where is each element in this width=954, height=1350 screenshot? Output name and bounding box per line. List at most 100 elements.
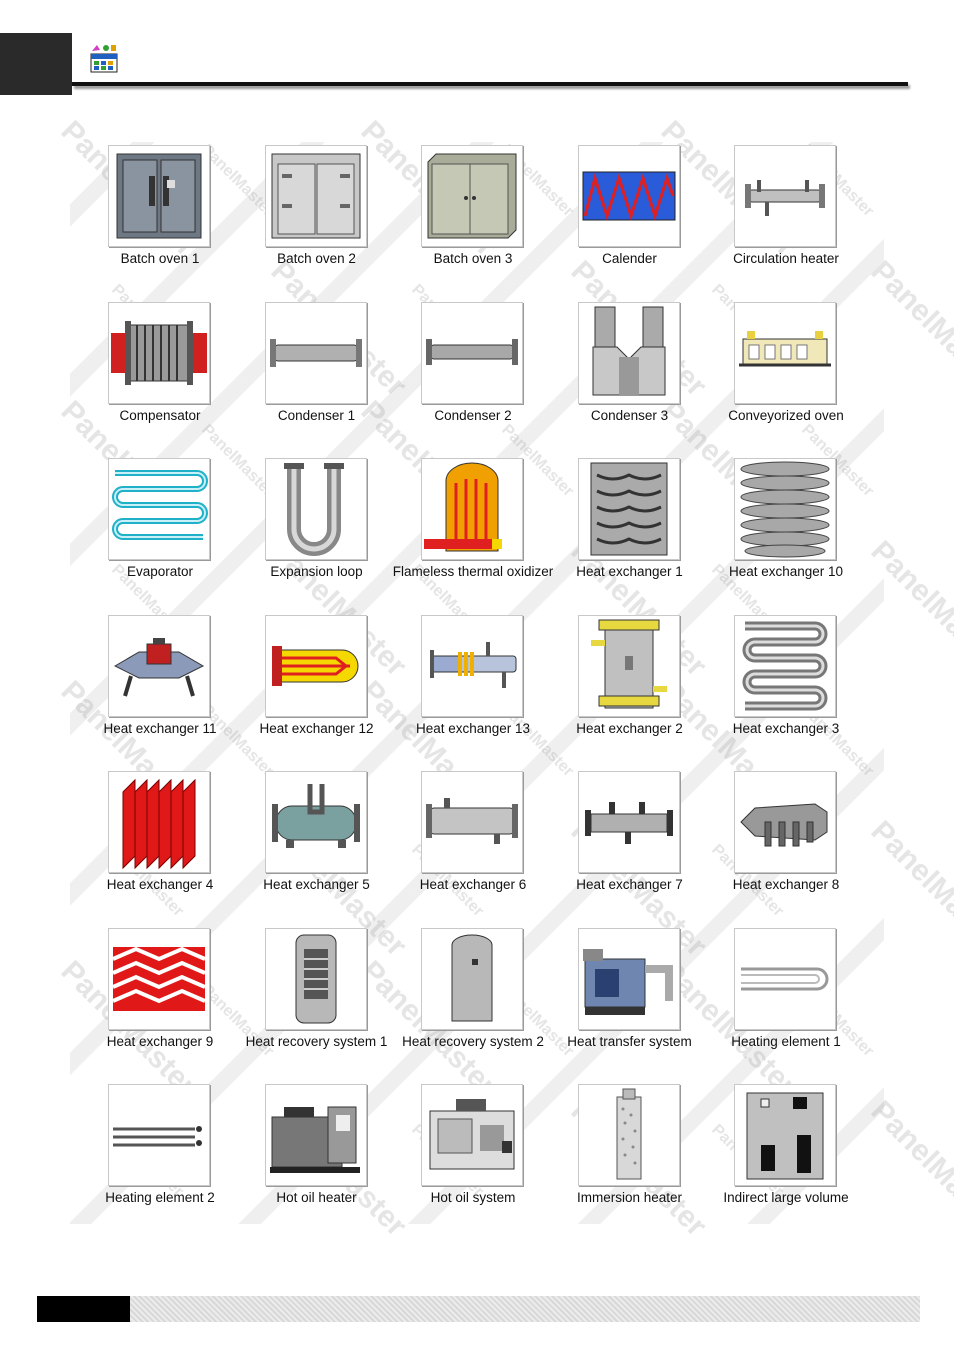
object-item[interactable]: Calender bbox=[552, 143, 708, 293]
conveyorized-oven-icon[interactable] bbox=[734, 301, 836, 404]
object-item[interactable]: Heat exchanger 8 bbox=[708, 769, 864, 919]
flameless-thermal-oxidizer-icon[interactable] bbox=[421, 458, 523, 560]
object-label: Expansion loop bbox=[270, 564, 363, 579]
heat-exchanger-4-icon[interactable] bbox=[108, 771, 210, 873]
object-label: Batch oven 2 bbox=[277, 251, 356, 266]
heat-recovery-system-1-icon[interactable] bbox=[264, 927, 367, 1030]
heat-exchanger-8-icon[interactable] bbox=[734, 771, 836, 873]
object-label: Heat recovery system 2 bbox=[402, 1033, 544, 1049]
object-item[interactable]: Heat exchanger 9 bbox=[82, 926, 238, 1076]
object-item[interactable]: Compensator bbox=[82, 300, 238, 450]
object-item[interactable]: Flameless thermal oxidizer bbox=[393, 456, 553, 606]
object-item[interactable]: Heat exchanger 5 bbox=[239, 769, 395, 919]
object-label: Conveyorized oven bbox=[728, 407, 844, 423]
object-label: Hot oil heater bbox=[276, 1190, 357, 1205]
object-label: Heating element 2 bbox=[105, 1190, 215, 1205]
object-item[interactable]: Indirect large volume bbox=[708, 1082, 864, 1232]
object-label: Indirect large volume bbox=[723, 1190, 849, 1205]
object-item[interactable]: Expansion loop bbox=[239, 456, 395, 606]
object-label: Heat exchanger 4 bbox=[106, 877, 214, 892]
object-label: Heat transfer system bbox=[567, 1033, 692, 1049]
object-label: Condenser 2 bbox=[434, 407, 512, 423]
heat-exchanger-1-icon[interactable] bbox=[577, 458, 680, 560]
object-item[interactable]: Hot oil system bbox=[395, 1082, 551, 1232]
hot-oil-system-icon[interactable] bbox=[421, 1084, 523, 1186]
object-label: Heat exchanger 2 bbox=[576, 720, 683, 736]
batch-oven-3-icon[interactable] bbox=[421, 145, 523, 247]
object-label: Heat exchanger 1 bbox=[576, 564, 683, 579]
object-label: Heat exchanger 8 bbox=[732, 877, 840, 892]
object-label: Batch oven 1 bbox=[120, 251, 200, 266]
evaporator-icon[interactable] bbox=[108, 458, 210, 560]
object-item[interactable]: Heat exchanger 1 bbox=[552, 456, 708, 606]
batch-oven-1-icon[interactable] bbox=[108, 145, 210, 247]
heat-exchanger-11-icon[interactable] bbox=[108, 614, 210, 717]
heat-exchanger-9-icon[interactable] bbox=[108, 927, 210, 1030]
object-item[interactable]: Heat exchanger 11 bbox=[82, 613, 238, 763]
object-item[interactable]: Heat exchanger 12 bbox=[239, 613, 395, 763]
object-item[interactable]: Heat exchanger 2 bbox=[552, 613, 708, 763]
object-item[interactable]: Immersion heater bbox=[552, 1082, 708, 1232]
object-label: Heat exchanger 6 bbox=[419, 877, 527, 892]
heating-element-2-icon[interactable] bbox=[108, 1084, 210, 1186]
object-item[interactable]: Heat exchanger 13 bbox=[395, 613, 551, 763]
object-label: Flameless thermal oxidizer bbox=[392, 564, 554, 579]
object-label: Batch oven 3 bbox=[433, 251, 513, 266]
immersion-heater-icon[interactable] bbox=[577, 1084, 680, 1186]
condenser-1-icon[interactable] bbox=[264, 301, 367, 404]
object-label: Heat exchanger 9 bbox=[106, 1033, 214, 1049]
heat-exchanger-13-icon[interactable] bbox=[421, 614, 523, 717]
watermark-text: PanelMaster bbox=[864, 814, 954, 963]
indirect-large-volume-icon[interactable] bbox=[734, 1084, 836, 1186]
expansion-loop-icon[interactable] bbox=[264, 458, 367, 560]
heat-recovery-system-2-icon[interactable] bbox=[421, 927, 523, 1030]
object-item[interactable]: Heat exchanger 6 bbox=[395, 769, 551, 919]
watermark-text: PanelMaster bbox=[864, 254, 954, 403]
condenser-2-icon[interactable] bbox=[421, 301, 523, 404]
object-label: Circulation heater bbox=[733, 251, 839, 266]
heat-exchanger-3-icon[interactable] bbox=[734, 614, 836, 717]
object-item[interactable]: Hot oil heater bbox=[239, 1082, 395, 1232]
compensator-icon[interactable] bbox=[108, 301, 210, 404]
object-item[interactable]: Heat exchanger 3 bbox=[708, 613, 864, 763]
heat-exchanger-10-icon[interactable] bbox=[734, 458, 836, 560]
footer-page-block bbox=[37, 1296, 130, 1322]
object-item[interactable]: Heating element 1 bbox=[708, 926, 864, 1076]
circulation-heater-icon[interactable] bbox=[734, 145, 836, 247]
object-label: Heat exchanger 5 bbox=[263, 877, 370, 892]
heat-exchanger-2-icon[interactable] bbox=[577, 614, 680, 717]
object-item[interactable]: Heat exchanger 10 bbox=[708, 456, 864, 606]
object-item[interactable]: Batch oven 3 bbox=[395, 143, 551, 293]
heat-exchanger-12-icon[interactable] bbox=[264, 614, 367, 717]
watermark-text: PanelMaster bbox=[864, 534, 954, 683]
object-item[interactable]: Batch oven 1 bbox=[82, 143, 238, 293]
object-label: Heat exchanger 13 bbox=[415, 720, 531, 736]
object-item[interactable]: Heat recovery system 2 bbox=[395, 926, 551, 1076]
condenser-3-icon[interactable] bbox=[577, 301, 680, 404]
object-item[interactable]: Heat transfer system bbox=[552, 926, 708, 1076]
object-item[interactable]: Evaporator bbox=[82, 456, 238, 606]
heat-exchanger-5-icon[interactable] bbox=[264, 771, 367, 873]
object-item[interactable]: Heat exchanger 7 bbox=[552, 769, 708, 919]
calender-icon[interactable] bbox=[577, 145, 680, 247]
object-item[interactable]: Conveyorized oven bbox=[708, 300, 864, 450]
object-item[interactable]: Heat recovery system 1 bbox=[239, 926, 395, 1076]
object-item[interactable]: Circulation heater bbox=[708, 143, 864, 293]
object-label: Heat exchanger 3 bbox=[732, 720, 840, 736]
heat-exchanger-7-icon[interactable] bbox=[577, 771, 680, 873]
object-item[interactable]: Condenser 1 bbox=[239, 300, 395, 450]
object-item[interactable]: Heating element 2 bbox=[82, 1082, 238, 1232]
object-item[interactable]: Condenser 2 bbox=[395, 300, 551, 450]
heating-element-1-icon[interactable] bbox=[734, 927, 836, 1030]
object-item[interactable]: Batch oven 2 bbox=[239, 143, 395, 293]
object-item[interactable]: Condenser 3 bbox=[552, 300, 708, 450]
object-label: Heat exchanger 11 bbox=[103, 720, 217, 736]
batch-oven-2-icon[interactable] bbox=[264, 145, 367, 247]
heat-exchanger-6-icon[interactable] bbox=[421, 771, 523, 873]
object-label: Heating element 1 bbox=[731, 1033, 841, 1049]
object-item[interactable]: Heat exchanger 4 bbox=[82, 769, 238, 919]
object-label: Evaporator bbox=[126, 564, 194, 579]
heat-transfer-system-icon[interactable] bbox=[577, 927, 680, 1030]
hot-oil-heater-icon[interactable] bbox=[264, 1084, 367, 1186]
